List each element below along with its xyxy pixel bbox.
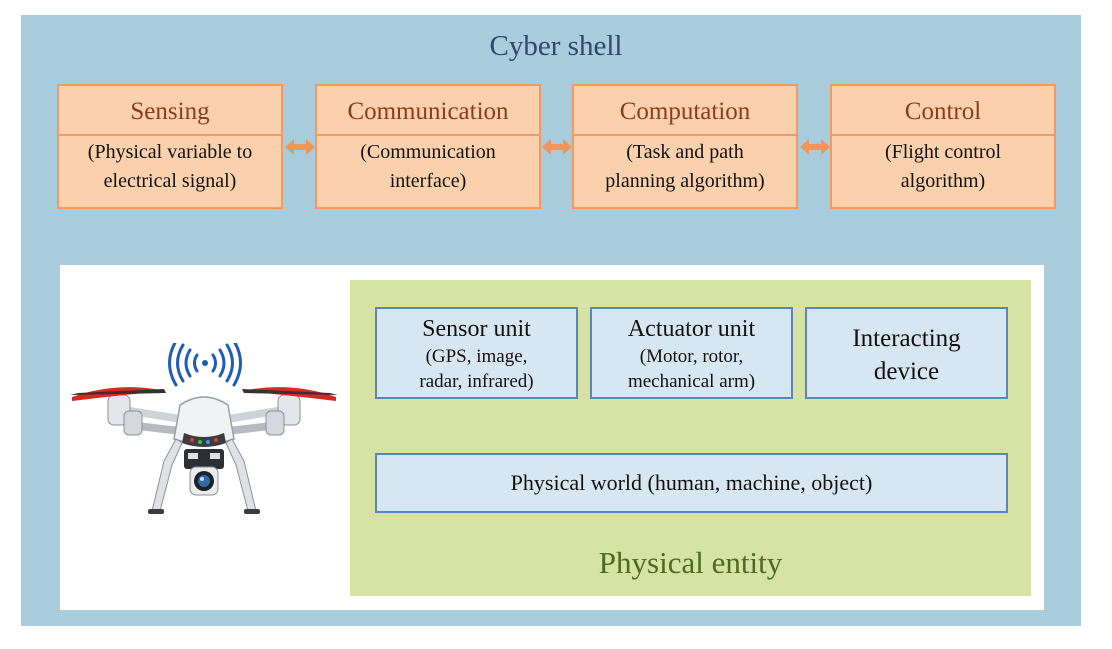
module-computation: Computation (Task and path planning algo… — [572, 84, 798, 209]
module-desc-line: interface) — [389, 170, 467, 192]
module-description: (Task and path planning algorithm) — [574, 136, 796, 196]
module-description: (Flight control algorithm) — [832, 136, 1054, 196]
unit-title-line: Interacting — [852, 325, 961, 352]
module-desc-line: algorithm) — [900, 170, 986, 192]
module-sensing: Sensing (Physical variable to electrical… — [57, 84, 283, 209]
unit-desc-line: (GPS, image, — [425, 346, 528, 367]
sensor-unit-box: Sensor unit (GPS, image, radar, infrared… — [375, 307, 578, 399]
module-control: Control (Flight control algorithm) — [830, 84, 1056, 209]
module-desc-line: (Physical variable to — [87, 141, 253, 163]
module-desc-line: (Communication — [360, 141, 496, 163]
module-communication: Communication (Communication interface) — [315, 84, 541, 209]
module-title: Computation — [574, 86, 796, 136]
unit-title-line: device — [873, 358, 940, 385]
module-title: Control — [832, 86, 1054, 136]
physical-world-label: Physical world (human, machine, object) — [510, 470, 873, 495]
bidirectional-arrow-icon — [542, 139, 572, 155]
unit-title: Actuator unit — [627, 316, 756, 342]
module-desc-line: (Flight control — [884, 141, 1002, 163]
module-desc-line: electrical signal) — [103, 170, 237, 192]
bidirectional-arrow-icon — [800, 139, 830, 155]
physical-entity-title: Physical entity — [598, 545, 783, 580]
bidirectional-arrow-icon — [285, 139, 315, 155]
physical-world-box: Physical world (human, machine, object) — [375, 453, 1008, 513]
unit-desc-line: (Motor, rotor, — [639, 346, 744, 367]
cyber-shell-title: Cyber shell — [489, 30, 623, 62]
module-title: Communication — [317, 86, 539, 136]
module-title: Sensing — [59, 86, 281, 136]
drone-icon — [70, 343, 338, 514]
actuator-unit-box: Actuator unit (Motor, rotor, mechanical … — [590, 307, 793, 399]
wireless-signal-icon — [168, 343, 242, 387]
module-desc-line: planning algorithm) — [605, 170, 765, 192]
module-description: (Communication interface) — [317, 136, 539, 196]
interacting-device-box: Interacting device — [805, 307, 1008, 399]
module-desc-line: (Task and path — [626, 141, 744, 163]
unit-desc-line: radar, infrared) — [419, 371, 534, 392]
unit-desc-line: mechanical arm) — [627, 371, 756, 392]
module-description: (Physical variable to electrical signal) — [59, 136, 281, 196]
unit-title: Sensor unit — [422, 316, 531, 342]
